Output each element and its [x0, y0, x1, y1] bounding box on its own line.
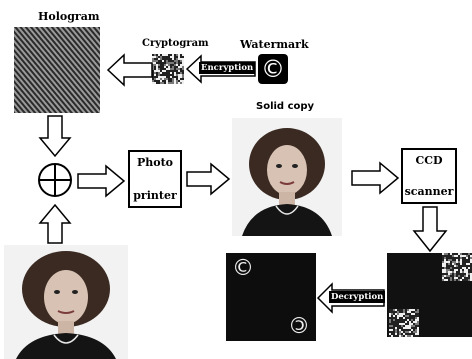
solid-copy-portrait — [232, 118, 342, 236]
cryptogram-image — [152, 54, 184, 84]
solid-copy-label: Solid copy — [256, 101, 315, 112]
scanned-image — [387, 253, 472, 337]
circle-plus-icon — [38, 163, 72, 197]
decrypted-symbol-1: © — [232, 256, 254, 281]
arrow-to-hologram — [106, 53, 153, 87]
watermark-label: Watermark — [240, 38, 309, 51]
cryptogram-label: Cryptogram — [142, 38, 209, 49]
arrow-to-solid-copy — [186, 162, 231, 196]
arrow-to-ccd — [351, 161, 400, 195]
arrow-to-printer — [77, 164, 126, 198]
ccd-scanner-line2: scanner — [404, 185, 454, 198]
decrypted-symbol-2: © — [288, 311, 310, 336]
decryption-label: Decryption — [329, 291, 386, 303]
photo-printer-box: Photo printer — [128, 150, 182, 208]
decrypted-image — [226, 253, 316, 341]
photo-printer-line1: Photo — [136, 156, 174, 169]
decrypted-copyright-icon-rotated: © — [286, 310, 312, 336]
ccd-scanner-box: CCD scanner — [401, 148, 457, 204]
arrow-hologram-down — [38, 115, 72, 158]
photo-printer-line2: printer — [133, 189, 177, 202]
arrow-ccd-down — [412, 206, 448, 253]
hologram-label: Hologram — [38, 10, 100, 23]
hologram-image — [14, 27, 100, 113]
encryption-label: Encryption — [199, 62, 256, 74]
ccd-scanner-line1: CCD — [415, 154, 443, 167]
decrypted-copyright-icon: © — [230, 256, 256, 282]
copyright-icon: © — [258, 54, 288, 84]
copyright-symbol: © — [261, 55, 285, 83]
original-portrait — [4, 245, 128, 359]
arrow-portrait-up — [38, 203, 72, 244]
